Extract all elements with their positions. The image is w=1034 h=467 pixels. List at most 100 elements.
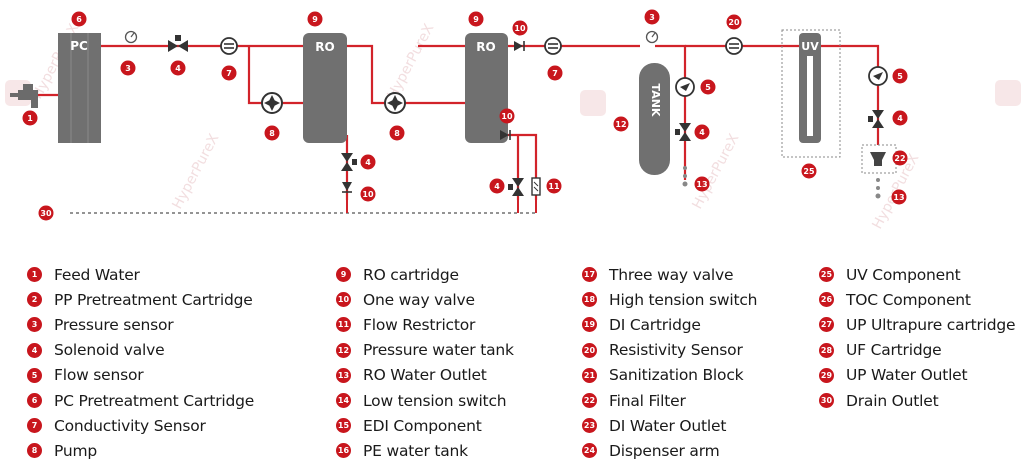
callout-badge: 6	[71, 11, 87, 27]
uv-component: UV	[781, 29, 841, 158]
legend-number: 18	[582, 292, 597, 308]
legend-item: 29 UP Water Outlet	[819, 363, 1015, 388]
callout-badge: 12	[613, 116, 629, 132]
callout-badge: 11	[546, 178, 562, 194]
callout-label: 13	[696, 180, 707, 189]
callout-label: 9	[312, 15, 318, 24]
legend-label: Final Filter	[609, 391, 686, 410]
legend-number: 23	[582, 418, 597, 434]
legend-number: 14	[336, 393, 351, 409]
legend-label: DI Cartridge	[609, 315, 701, 334]
callout-label: 10	[514, 24, 526, 33]
callout-badge: 25	[801, 163, 817, 179]
resistivity-sensor-icon	[725, 37, 743, 55]
solenoid-valve-icon	[868, 110, 884, 128]
ro-cartridge-1: RO	[303, 33, 347, 143]
conductivity-sensor-icon	[544, 37, 562, 55]
callout-label: 20	[728, 18, 740, 27]
drain-line	[70, 200, 537, 214]
callout-label: 4	[175, 64, 181, 73]
callout-label: 12	[615, 120, 626, 129]
watermark: HyperPureX HyperPureX HyperPureX HyperPu…	[5, 21, 1021, 232]
legend-label: Pump	[54, 441, 98, 460]
callout-label: 13	[893, 193, 904, 202]
callout-badge: 9	[468, 11, 484, 27]
legend-number: 26	[819, 292, 834, 308]
callout-label: 7	[552, 69, 558, 78]
callout-badge: 3	[644, 9, 660, 25]
callout-label: 25	[803, 167, 815, 176]
callout-label: 4	[365, 158, 371, 167]
solenoid-valve-icon	[508, 178, 524, 196]
callout-badge: 10	[360, 186, 376, 202]
one-way-valve-icon	[342, 182, 352, 193]
legend-label: Resistivity Sensor	[609, 341, 743, 360]
callout-badge: 22	[892, 150, 908, 166]
ro2-label: RO	[476, 40, 495, 54]
pressure-tank: TANK	[639, 63, 670, 175]
feed-water-tap-icon	[10, 84, 38, 108]
legend-label: Feed Water	[54, 265, 140, 284]
callout-label: 4	[897, 114, 903, 123]
ro-cartridge-2: RO	[465, 33, 508, 143]
watermark-text: HyperPureX	[689, 131, 742, 212]
legend-number: 29	[819, 367, 834, 383]
legend-number: 17	[582, 267, 597, 283]
callout-badge: 4	[892, 110, 908, 126]
uv-label: UV	[801, 40, 819, 53]
legend-number: 30	[819, 393, 834, 409]
legend-label: Conductivity Sensor	[54, 416, 206, 435]
callout-label: 10	[501, 112, 513, 121]
callout-label: 5	[897, 72, 903, 81]
legend-label: Pressure water tank	[363, 341, 514, 360]
callout-label: 30	[40, 209, 52, 218]
callout-label: 8	[269, 129, 275, 138]
water-outlet-drops-icon	[875, 178, 881, 199]
callout-badge: 4	[170, 60, 186, 76]
legend-number: 1	[27, 267, 42, 283]
flow-restrictor-icon	[531, 177, 541, 196]
legend-number: 2	[27, 292, 42, 308]
callout-badge: 3	[120, 60, 136, 76]
pc-label: PC	[70, 39, 88, 53]
conductivity-sensor-icon	[220, 37, 238, 55]
callout-badge: 8	[264, 125, 280, 141]
legend-label: UF Cartridge	[846, 341, 942, 360]
callout-badge: 4	[694, 124, 710, 140]
legend-label: TOC Component	[846, 290, 971, 309]
watermark-text: HyperPureX	[169, 131, 222, 212]
legend-number: 20	[582, 342, 597, 358]
pump-icon	[384, 92, 406, 114]
pressure-sensor-icon	[645, 30, 659, 44]
callout-badge: 8	[389, 125, 405, 141]
legend-number: 12	[336, 342, 351, 358]
legend-number: 21	[582, 367, 597, 383]
legend-label: Low tension switch	[363, 391, 507, 410]
solenoid-valve-icon	[341, 153, 357, 171]
callout-badge: 30	[38, 205, 54, 221]
legend-number: 15	[336, 418, 351, 434]
legend-label: UP Water Outlet	[846, 366, 968, 385]
legend-number: 10	[336, 292, 351, 308]
legend-number: 9	[336, 267, 351, 283]
callout-badge: 7	[221, 65, 237, 81]
pc-cartridge: PC	[58, 33, 101, 143]
